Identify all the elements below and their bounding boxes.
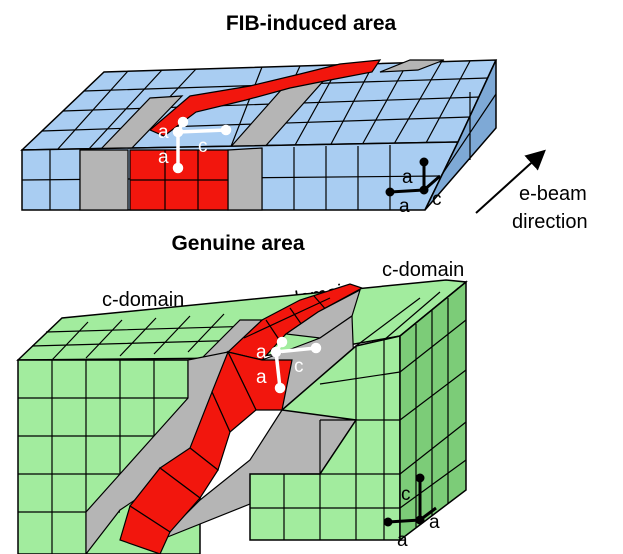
c-domain-right-label: c-domain — [382, 259, 464, 281]
c-domain-left-label: c-domain — [102, 289, 184, 311]
fib-area-title: FIB-induced area — [226, 12, 397, 35]
fib-corner-c-label: c — [432, 189, 442, 210]
genuine-block — [16, 279, 468, 554]
fib-corner-a-label-1: a — [402, 167, 413, 188]
genuine-a-domain-top — [226, 283, 364, 361]
fib-axis-c: c — [198, 136, 208, 157]
fib-a-domain-top — [148, 59, 382, 137]
fib-lattice-axes — [172, 116, 232, 174]
fib-block — [20, 59, 498, 211]
genuine-corner-a-label-2: a — [429, 512, 440, 533]
genuine-corner-axes — [383, 473, 437, 527]
genuine-corner-a-label-1: a — [397, 530, 408, 551]
fib-block-side-face — [424, 59, 497, 211]
genuine-area-title: Genuine area — [171, 232, 304, 255]
genuine-lattice-axes — [270, 336, 322, 394]
ebeam-arrow — [475, 149, 546, 214]
fib-corner-axes — [385, 157, 441, 197]
genuine-corner-c-label: c — [401, 484, 411, 505]
fib-axis-a-lower: a — [158, 147, 169, 168]
ebeam-label-line1: e-beam — [519, 183, 587, 205]
genuine-front-right — [249, 335, 401, 541]
fib-axis-a-upper: a — [158, 122, 169, 143]
genuine-axis-c: c — [294, 356, 304, 377]
genuine-axis-a-upper: a — [256, 342, 267, 363]
genuine-axis-a-lower: a — [256, 367, 267, 388]
fib-corner-a-label-2: a — [399, 196, 410, 217]
ebeam-label-line2: direction — [512, 211, 588, 233]
